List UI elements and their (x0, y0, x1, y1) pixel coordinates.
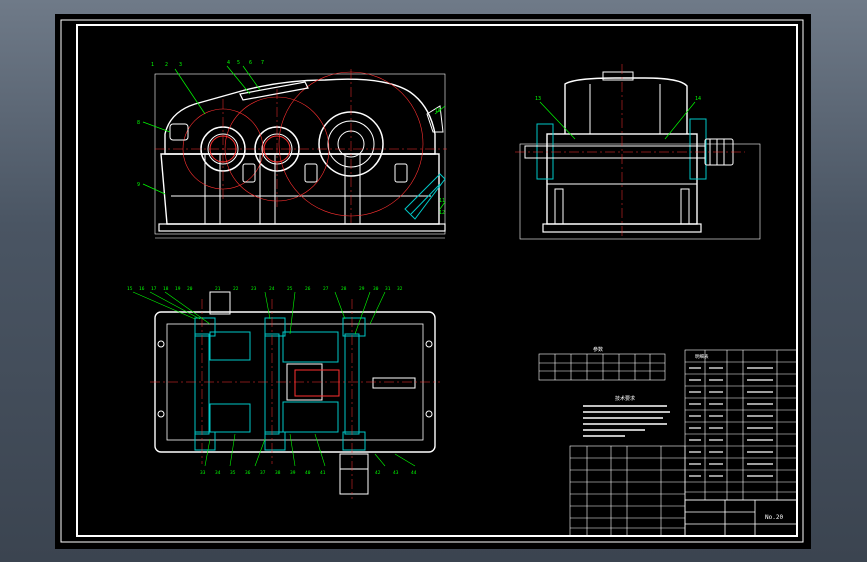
balloon-1: 1 (151, 62, 154, 68)
notes-lines (583, 405, 670, 437)
parts-list-title: 明细表 (695, 353, 709, 360)
balloon-10: 10 (435, 108, 441, 114)
balloon-30: 30 (373, 286, 379, 292)
balloon-43: 43 (393, 470, 399, 476)
cad-viewport[interactable]: 1 2 3 4 5 6 7 8 9 10 11 12 (55, 14, 811, 549)
balloon-21: 21 (215, 286, 221, 292)
param-table-title: 参数 (593, 346, 603, 353)
balloon-22: 22 (233, 286, 239, 292)
balloon-40: 40 (305, 470, 311, 476)
balloon-7: 7 (261, 60, 264, 66)
balloon-18: 18 (163, 286, 169, 292)
parts-list (684, 349, 798, 501)
balloon-15: 15 (127, 286, 133, 292)
top-view-balloons: 15 16 17 18 19 20 21 22 23 24 25 26 27 2… (127, 286, 417, 476)
balloon-13: 13 (535, 96, 541, 102)
top-view[interactable] (132, 291, 440, 499)
param-table (538, 353, 666, 381)
sheet-outer-border (60, 19, 804, 543)
assembly-drawing: 1 2 3 4 5 6 7 8 9 10 11 12 (60, 19, 804, 543)
balloon-33: 33 (200, 470, 206, 476)
balloon-5: 5 (237, 60, 240, 66)
side-view-balloons: 13 14 (535, 96, 701, 102)
balloon-25: 25 (287, 286, 293, 292)
drawing-number: No.20 (765, 514, 783, 521)
parts-list-lower (569, 445, 686, 537)
balloon-38: 38 (275, 470, 281, 476)
balloon-42: 42 (375, 470, 381, 476)
balloon-20: 20 (187, 286, 193, 292)
balloon-9: 9 (137, 182, 140, 188)
front-view-balloons: 1 2 3 4 5 6 7 8 9 10 11 12 (137, 60, 445, 216)
front-view[interactable] (142, 65, 447, 239)
balloon-19: 19 (175, 286, 181, 292)
balloon-11: 11 (439, 198, 445, 204)
balloon-27: 27 (323, 286, 329, 292)
balloon-32: 32 (397, 286, 403, 292)
balloon-12: 12 (439, 210, 445, 216)
balloon-23: 23 (251, 286, 257, 292)
title-block (684, 499, 798, 537)
balloon-28: 28 (341, 286, 347, 292)
balloon-17: 17 (151, 286, 157, 292)
balloon-6: 6 (249, 60, 252, 66)
balloon-41: 41 (320, 470, 326, 476)
side-view[interactable] (515, 64, 761, 240)
balloon-44: 44 (411, 470, 417, 476)
balloon-8: 8 (137, 120, 140, 126)
balloon-37: 37 (260, 470, 266, 476)
balloon-35: 35 (230, 470, 236, 476)
balloon-3: 3 (179, 62, 182, 68)
balloon-39: 39 (290, 470, 296, 476)
notes-title: 技术要求 (615, 395, 635, 402)
balloon-16: 16 (139, 286, 145, 292)
balloon-34: 34 (215, 470, 221, 476)
balloon-36: 36 (245, 470, 251, 476)
balloon-14: 14 (695, 96, 701, 102)
balloon-24: 24 (269, 286, 275, 292)
balloon-2: 2 (165, 62, 168, 68)
balloon-31: 31 (385, 286, 391, 292)
sheet-inner-border (76, 24, 798, 537)
parts-list-fill (689, 367, 773, 477)
balloon-4: 4 (227, 60, 230, 66)
balloon-29: 29 (359, 286, 365, 292)
balloon-26: 26 (305, 286, 311, 292)
